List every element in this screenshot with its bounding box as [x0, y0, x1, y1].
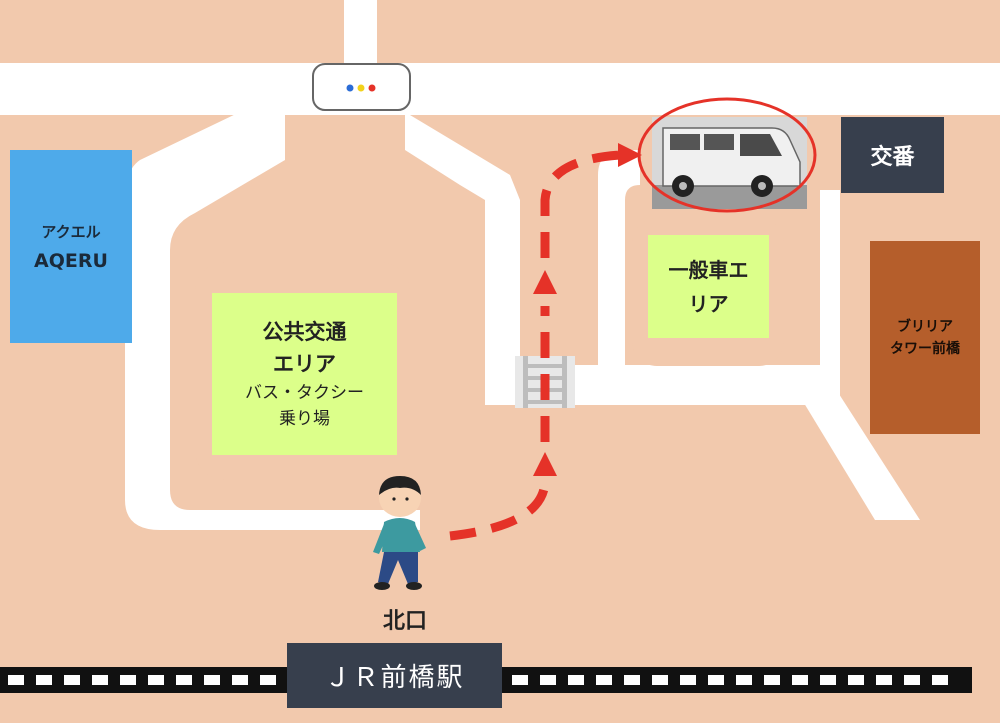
rail-sleeper [232, 675, 248, 685]
rail-sleeper [36, 675, 52, 685]
public-transport-area: 公共交通 エリア バス・タクシー 乗り場 [212, 293, 397, 455]
police-box: 交番 [841, 117, 944, 193]
rail-sleeper [596, 675, 612, 685]
general-vehicle-area: 一般車エ リア [648, 235, 769, 338]
public-area-title-2: エリア [273, 352, 336, 376]
brillia-label-1: ブリリア [897, 318, 953, 335]
public-area-title-1: 公共交通 [262, 320, 347, 344]
roads [0, 0, 1000, 530]
rail-sleeper [680, 675, 696, 685]
traffic-signal-icon [312, 63, 411, 111]
rail-sleeper [736, 675, 752, 685]
police-box-label: 交番 [870, 145, 915, 170]
rail-sleeper [64, 675, 80, 685]
rail-sleeper [92, 675, 108, 685]
rail-sleeper [876, 675, 892, 685]
exit-label: 北口 [382, 609, 427, 634]
rail-sleeper [764, 675, 780, 685]
rail-sleeper [204, 675, 220, 685]
aqeru-kana-label: アクエル [41, 223, 101, 241]
rail-sleeper [512, 675, 528, 685]
general-area-label-1: 一般車エ [668, 257, 749, 282]
north-exit-label: 北口 [360, 603, 450, 635]
public-area-sub-1: バス・タクシー [245, 383, 364, 403]
rail-sleeper [820, 675, 836, 685]
rail-sleeper [568, 675, 584, 685]
rail-sleeper [708, 675, 724, 685]
rail-sleeper [624, 675, 640, 685]
van-photo [637, 97, 817, 213]
aqeru-latin-label: AQERU [34, 250, 108, 272]
station-name-box: ＪＲ前橋駅 [287, 643, 502, 708]
walking-person-icon [373, 476, 426, 590]
public-area-sub-2: 乗り場 [279, 409, 330, 429]
rail-sleeper [932, 675, 948, 685]
rail-sleeper [8, 675, 24, 685]
rail-sleeper [120, 675, 136, 685]
rail-sleeper [904, 675, 920, 685]
station-name: ＪＲ前橋駅 [324, 663, 465, 693]
rail-sleeper [792, 675, 808, 685]
rail-sleeper [176, 675, 192, 685]
aqeru-building: アクエル AQERU [10, 150, 132, 343]
rail-sleeper [652, 675, 668, 685]
brillia-label-2: タワー前橋 [890, 340, 960, 357]
rail-sleeper [148, 675, 164, 685]
rail-sleeper [540, 675, 556, 685]
brillia-tower: ブリリア タワー前橋 [870, 241, 980, 434]
general-area-label-2: リア [688, 291, 729, 316]
dashed-route-arrow [449, 143, 642, 541]
rail-sleeper [260, 675, 276, 685]
rail-sleeper [848, 675, 864, 685]
